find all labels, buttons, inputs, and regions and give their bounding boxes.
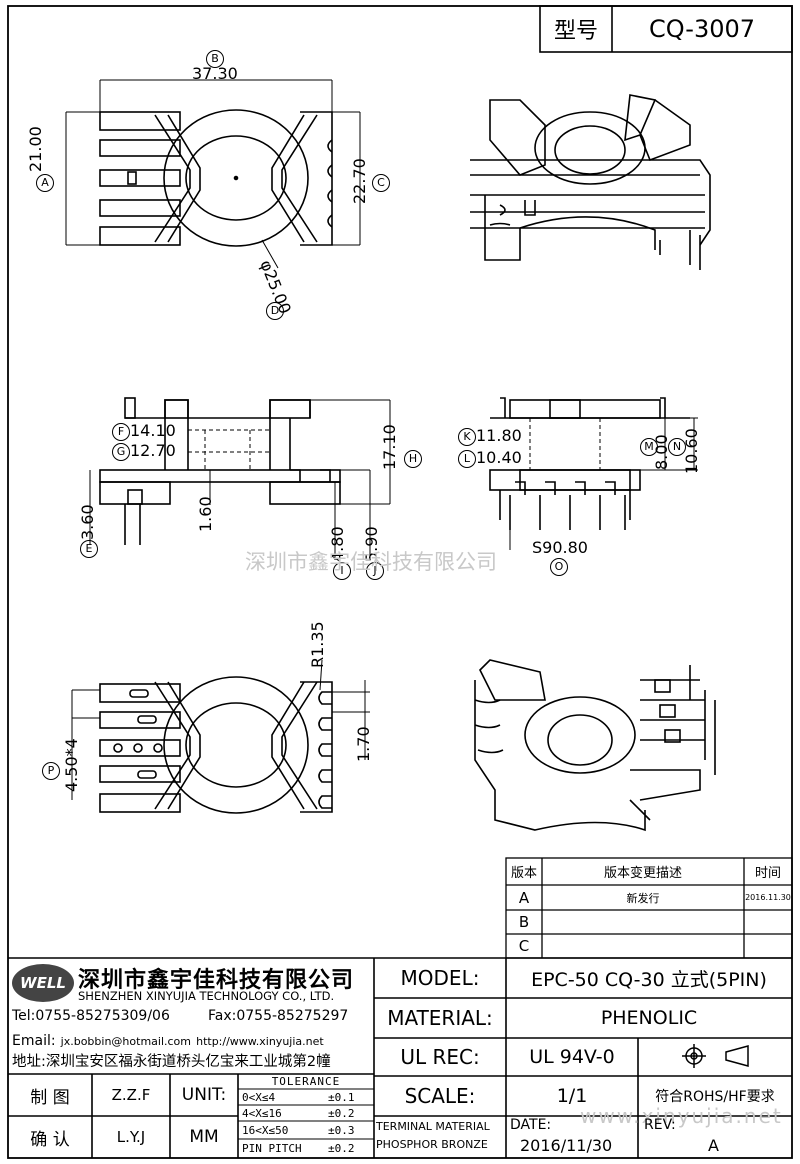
dim-m-value: 8.00: [652, 434, 671, 470]
spec-terminal-label: TERMINAL MATERIAL: [376, 1120, 490, 1133]
callout-c: C: [372, 174, 390, 192]
spec-model-label: MODEL:: [400, 966, 480, 990]
company-email[interactable]: jx.bobbin@hotmail.com: [60, 1035, 191, 1048]
rev-row-a-desc: 新发行: [626, 891, 660, 905]
watermark-url: www.xinyujia.net: [580, 1104, 783, 1128]
callout-b: B: [206, 50, 224, 68]
title-block-grid: [8, 957, 792, 1158]
dim-n-value: 10.60: [682, 428, 701, 474]
spec-material-label: MATERIAL:: [387, 1006, 493, 1030]
company-logo-text: WELL: [20, 974, 66, 992]
rev-header-version: 版本: [510, 866, 537, 881]
dim-r-value: R1.35: [308, 621, 327, 668]
dim-o-value: S90.80: [532, 538, 588, 557]
callout-o: O: [550, 558, 568, 576]
top-view-outline: [65, 79, 361, 269]
spec-date-label: DATE:: [510, 1117, 552, 1133]
callout-g: G: [112, 443, 130, 461]
company-address: 地址:深圳宝安区福永街道桥头亿宝来工业城第2幢: [12, 1054, 331, 1070]
spec-scale-value: 1/1: [556, 1085, 588, 1107]
dim-p-value: 4.50*4: [62, 738, 81, 792]
callout-a: A: [36, 174, 54, 192]
dim-l-value: 10.40: [476, 448, 522, 467]
spec-model-value: EPC-50 CQ-30 立式(5PIN): [531, 968, 767, 991]
company-logo: WELL: [12, 964, 74, 1002]
rev-row-a-version: A: [518, 888, 530, 907]
tolerance-range-2: 4<X≤16: [242, 1107, 282, 1120]
bottom-view-outline: [71, 659, 370, 814]
spec-terminal-value: PHOSPHOR BRONZE: [376, 1138, 488, 1151]
model-label: 型号: [553, 19, 598, 44]
signoff-draw-label: 制 图: [30, 1087, 70, 1108]
callout-p: P: [42, 762, 60, 780]
spec-rohs: 符合ROHS/HF要求: [655, 1089, 775, 1105]
page-border: [7, 5, 793, 1159]
company-name-en: SHENZHEN XINYUJIA TECHNOLOGY CO., LTD.: [78, 989, 335, 1003]
callout-f: F: [112, 423, 130, 441]
dim-a-value: 21.00: [26, 126, 45, 172]
revision-table-grid: [505, 857, 793, 959]
dim-k-value: 11.80: [476, 426, 522, 445]
tolerance-value-4: ±0.2: [328, 1142, 355, 1155]
callout-h: H: [404, 450, 422, 468]
company-name-cn: 深圳市鑫宇佳科技有限公司: [78, 968, 355, 993]
signoff-unit-value: MM: [189, 1127, 219, 1147]
rev-header-date: 时间: [754, 866, 781, 881]
signoff-draw-name: Z.Z.F: [111, 1086, 151, 1104]
callout-e: E: [80, 540, 98, 558]
front-view-outline: [489, 397, 698, 550]
rev-header-description: 版本变更描述: [603, 866, 682, 881]
signoff-unit-label: UNIT:: [181, 1085, 227, 1105]
spec-ul-label: UL REC:: [400, 1045, 480, 1069]
dim-g-value: 12.70: [130, 441, 176, 460]
watermark-company: 深圳市鑫宇佳科技有限公司: [245, 550, 497, 574]
side-view-outline: [89, 397, 391, 560]
tolerance-value-3: ±0.3: [328, 1124, 355, 1137]
tolerance-value-2: ±0.2: [328, 1107, 355, 1120]
iso-view-bottom: [474, 659, 716, 832]
dim-e-value: 3.60: [78, 504, 97, 540]
spec-rev-value: A: [708, 1136, 719, 1155]
callout-j: J: [366, 562, 384, 580]
company-tel: Tel:0755-85275309/06: [12, 1008, 170, 1024]
tolerance-range-1: 0<X≤4: [242, 1091, 276, 1104]
title-box: [539, 5, 793, 53]
callout-n: N: [668, 438, 686, 456]
company-email-label: Email:: [12, 1033, 56, 1049]
spec-ul-value: UL 94V-0: [529, 1046, 615, 1068]
callout-k: K: [458, 428, 476, 446]
spec-material-value: PHENOLIC: [600, 1007, 698, 1029]
callout-d: D: [266, 302, 284, 320]
iso-view-top: [470, 94, 711, 270]
callout-m: M: [640, 438, 658, 456]
callout-l: L: [458, 450, 476, 468]
dim-1-70-value: 1.70: [354, 726, 373, 762]
spec-scale-label: SCALE:: [404, 1084, 476, 1108]
callout-i: I: [333, 562, 351, 580]
dim-c-value: 22.70: [350, 158, 369, 204]
rev-row-b-version: B: [518, 913, 530, 931]
rev-row-a-date: 2016.11.30: [745, 893, 791, 902]
tolerance-value-1: ±0.1: [328, 1091, 355, 1104]
company-fax: Fax:0755-85275297: [208, 1008, 349, 1024]
dim-f-value: 14.10: [130, 421, 176, 440]
signoff-check-label: 确 认: [30, 1129, 70, 1150]
spec-rev-label: REV:: [644, 1117, 676, 1133]
tolerance-range-3: 16<X≤50: [242, 1124, 289, 1137]
tolerance-title: TOLERANCE: [271, 1075, 341, 1088]
spec-date-value: 2016/11/30: [520, 1136, 613, 1155]
signoff-check-name: L.Y.J: [116, 1128, 146, 1146]
dim-b-value: 37.30: [192, 64, 238, 83]
rev-row-c-version: C: [518, 937, 530, 955]
company-url[interactable]: http://www.xinyujia.net: [196, 1035, 324, 1048]
tolerance-range-4: PIN PITCH: [242, 1142, 302, 1155]
projection-symbol-icon: [682, 1044, 749, 1068]
model-number: CQ-3007: [648, 15, 756, 43]
dim-1-60-value: 1.60: [196, 496, 215, 532]
dim-h-value: 17.10: [380, 424, 399, 470]
